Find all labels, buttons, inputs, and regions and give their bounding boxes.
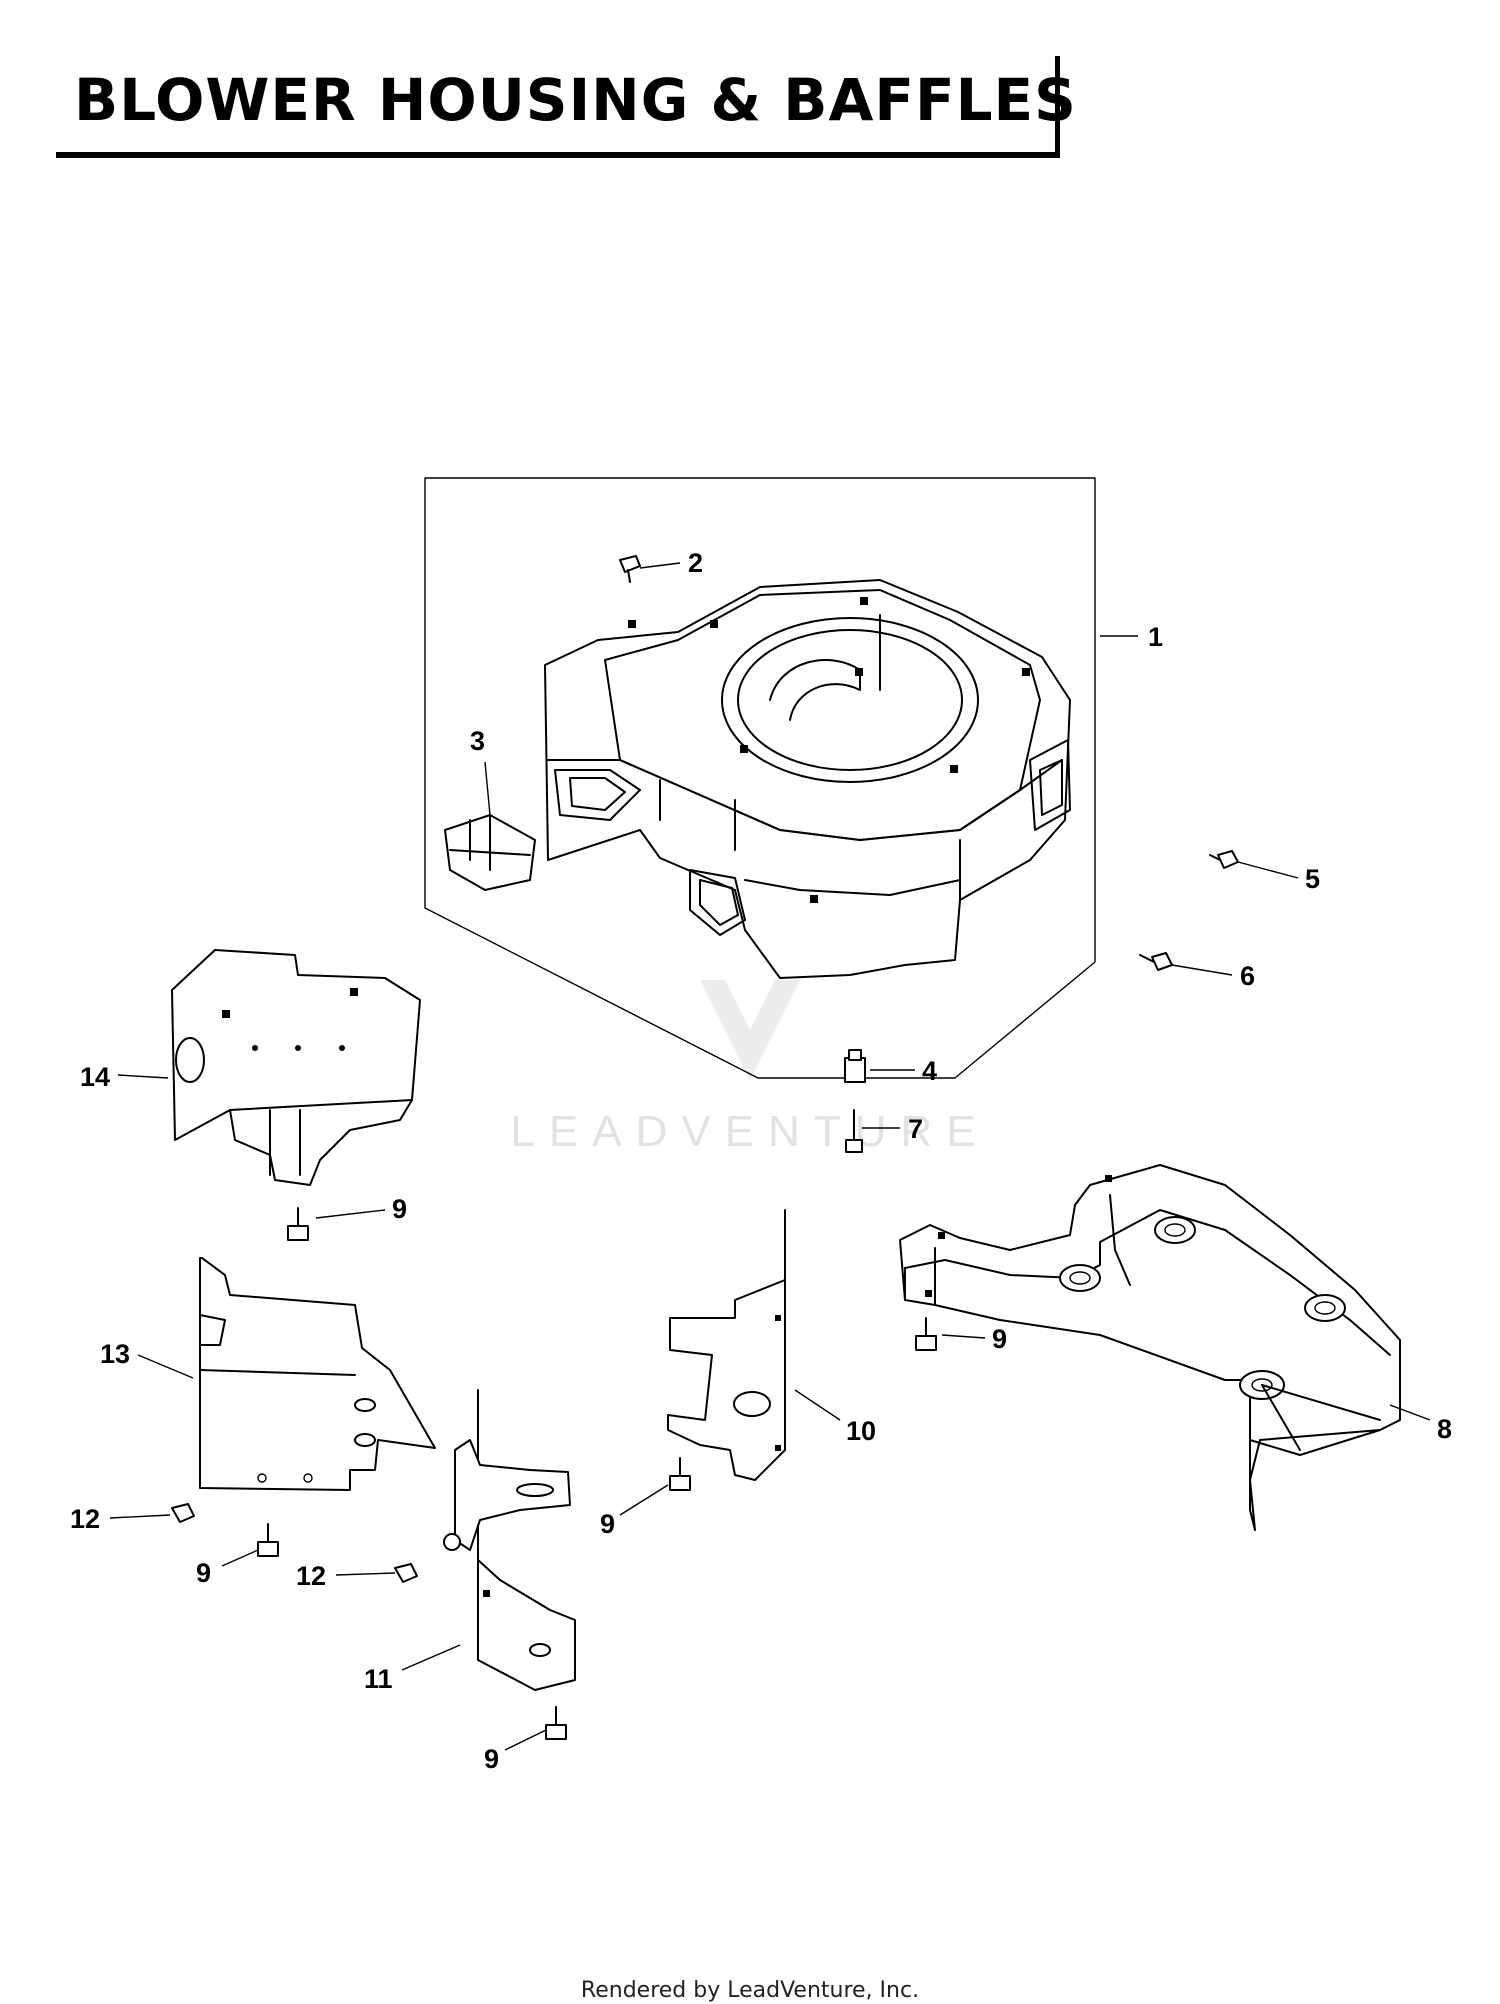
callout-14: 14: [80, 1062, 110, 1092]
housing-assembly-outline: [424, 477, 1096, 1079]
part-4-clip-nut: [844, 1049, 866, 1083]
part-3-clip: [444, 814, 536, 891]
callout-8: 8: [1437, 1414, 1452, 1444]
part-9-screw-d: [257, 1523, 279, 1557]
footer-credit: Rendered by LeadVenture, Inc.: [580, 1978, 920, 2003]
part-9-screw-c: [669, 1457, 691, 1491]
callout-10: 10: [846, 1416, 876, 1446]
part-5-screw: [1209, 850, 1239, 869]
title-box: BLOWER HOUSING & BAFFLES: [56, 56, 1076, 158]
callout-6: 6: [1240, 961, 1255, 991]
page-title: BLOWER HOUSING & BAFFLES: [74, 66, 1077, 134]
callout-11: 11: [364, 1664, 393, 1694]
part-12-nut-a: [171, 1503, 195, 1523]
callout-3: 3: [470, 726, 485, 756]
callout-2: 2: [688, 548, 703, 578]
part-11-bracket: [443, 1389, 576, 1691]
part-14-baffle: [171, 949, 421, 1186]
callout-5: 5: [1305, 864, 1320, 894]
callout-9-b: 9: [992, 1324, 1007, 1354]
part-9-screw-a: [287, 1207, 309, 1241]
callout-9-e: 9: [484, 1744, 499, 1774]
part-8-large-baffle: [899, 1164, 1401, 1531]
part-10-baffle: [667, 1209, 786, 1481]
part-2-screw: [619, 555, 641, 583]
part-13-baffle: [199, 1257, 436, 1491]
part-9-screw-b: [915, 1317, 937, 1351]
part-7-screw: [845, 1109, 863, 1153]
callout-1: 1: [1148, 622, 1163, 652]
callout-7: 7: [908, 1114, 923, 1144]
part-12-nut-b: [394, 1563, 418, 1583]
callout-12-a: 12: [70, 1504, 100, 1534]
part-1-blower-housing: [544, 579, 1071, 979]
callouts: 1 2 3 4 5 6 7 8 9 9 9 9 9 10 11 12 12 13…: [70, 548, 1452, 1774]
leader-lines: [109, 562, 1431, 1751]
callout-9-a: 9: [392, 1194, 407, 1224]
callout-4: 4: [922, 1056, 937, 1086]
callout-13: 13: [100, 1339, 130, 1369]
callout-9-d: 9: [196, 1558, 211, 1588]
callout-12-b: 12: [296, 1561, 326, 1591]
part-9-screw-e: [545, 1706, 567, 1740]
callout-9-c: 9: [600, 1509, 615, 1539]
part-6-screw: [1139, 952, 1173, 971]
watermark-text: LEADVENTURE: [510, 1107, 989, 1156]
